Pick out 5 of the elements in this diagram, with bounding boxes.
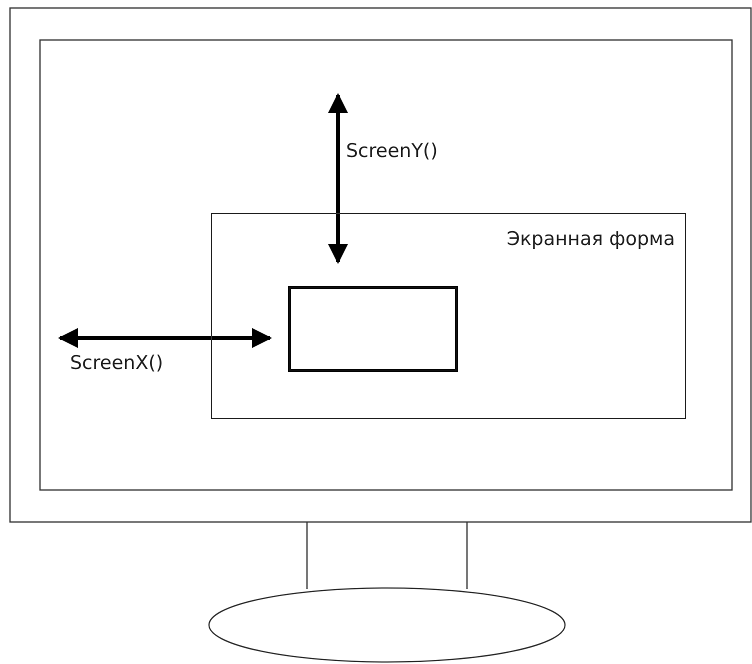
element-box [288,286,458,372]
form-title: Экранная форма [506,228,675,250]
measure-label: ScreenX() [70,352,164,374]
form-box [211,213,686,419]
measure-label: ScreenY() [346,140,438,162]
